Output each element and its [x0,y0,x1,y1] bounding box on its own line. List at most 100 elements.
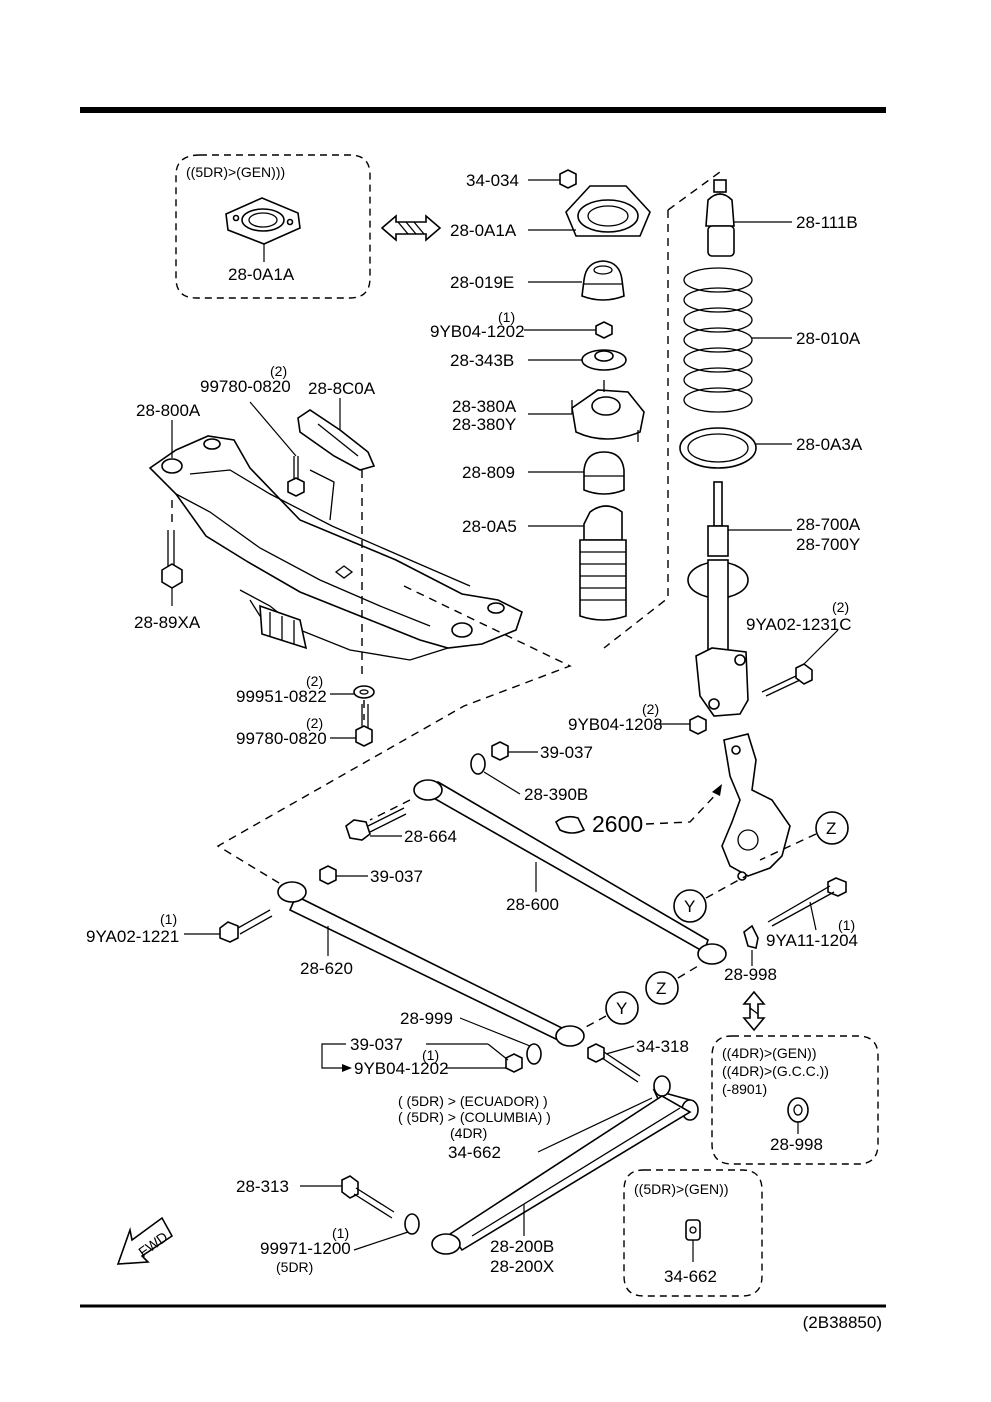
washer-99971-1200 [353,1213,420,1251]
svg-text:28-390B: 28-390B [524,785,588,804]
svg-text:(4DR): (4DR) [450,1125,487,1141]
svg-text:28-8C0A: 28-8C0A [308,379,376,398]
spring-seat-28-0a3a [679,427,792,469]
svg-text:99971-1200: 99971-1200 [260,1239,351,1258]
svg-text:(1): (1) [498,309,515,325]
link-28-620 [277,881,585,1047]
svg-text:(2): (2) [642,701,659,717]
bolt-28-89xa [161,500,183,606]
bolt-9ya11-1204 [767,877,847,931]
nut-34-034 [528,169,577,189]
strut-28-700a [687,481,792,717]
assembly-outline [603,171,721,649]
svg-text:((5DR)>(GEN))): ((5DR)>(GEN))) [186,164,285,180]
svg-text:(1): (1) [422,1047,439,1063]
svg-text:Z: Z [656,979,666,998]
svg-text:28-89XA: 28-89XA [134,613,201,632]
washer-28-390b [470,753,521,795]
svg-text:28-664: 28-664 [404,827,457,846]
svg-text:(-8901): (-8901) [722,1081,767,1097]
svg-text:28-0A1A: 28-0A1A [228,265,295,284]
circle-z-upper: Z [759,811,849,861]
equivalent-arrow [380,214,442,242]
diagram-reference: (2B38850) [803,1313,882,1332]
svg-text:39-037: 39-037 [350,1035,403,1054]
svg-text:( (5DR) > (COLUMBIA) ): ( (5DR) > (COLUMBIA) ) [398,1109,551,1125]
nut-9yb04-1202 [524,321,613,339]
svg-text:34-318: 34-318 [636,1037,689,1056]
svg-text:(2): (2) [270,363,287,379]
fwd-arrow-icon: FWD [116,1216,174,1265]
trailing-link-34-662 [431,1075,699,1255]
bolt-28-313 [300,1175,395,1219]
variant-box-4dr: ((4DR)>(GEN)) ((4DR)>(G.C.C.)) (-8901) 2… [711,1035,879,1165]
coil-spring-28-010a [683,267,792,413]
svg-text:28-010A: 28-010A [796,329,861,348]
dust-boot-28-0a5 [528,505,627,621]
svg-text:(2): (2) [306,673,323,689]
crossmember-guide [361,470,365,720]
circle-y-upper: Y [673,875,747,923]
bracket-28-8c0a [297,398,376,471]
bolt-99780-0820-lower [330,704,373,747]
bolt-99780-0820-upper [249,401,305,497]
svg-text:9YB04-1208: 9YB04-1208 [568,715,663,734]
svg-text:Z: Z [826,819,836,838]
nut-39-037-upper [491,741,538,761]
knuckle-2600 [721,733,791,881]
nut-9yb04-1208 [660,715,707,735]
nut-39-037-lower [426,1043,523,1073]
washer-99951-0822 [330,685,375,699]
svg-text:(2): (2) [306,715,323,731]
svg-text:28-700A: 28-700A [796,515,861,534]
svg-text:(1): (1) [160,911,177,927]
bracket-arrow [321,1043,506,1072]
svg-text:((4DR)>(GEN)): ((4DR)>(GEN)) [722,1045,817,1061]
svg-text:((5DR)>(GEN)): ((5DR)>(GEN)) [634,1181,729,1197]
svg-text:28-380Y: 28-380Y [452,415,516,434]
svg-text:28-620: 28-620 [300,959,353,978]
mount-plate-part [225,197,301,245]
cam-28-998 [743,924,759,966]
svg-text:28-600: 28-600 [506,895,559,914]
bolt-34-318 [587,1043,641,1083]
svg-text:39-037: 39-037 [370,867,423,886]
svg-text:34-034: 34-034 [466,171,519,190]
variant-box-5dr-gen-lower: ((5DR)>(GEN)) 34-662 [623,1169,763,1297]
bump-stop-28-111b [705,179,792,257]
svg-text:28-800A: 28-800A [136,401,201,420]
bolt-9ya02-1231c [761,629,839,697]
svg-text:28-998: 28-998 [724,965,777,984]
circle-y-lower: Y [583,991,639,1029]
svg-text:(5DR): (5DR) [276,1259,313,1275]
svg-text:28-700Y: 28-700Y [796,535,860,554]
ref-2600: 2600 [554,784,722,837]
svg-text:28-998: 28-998 [770,1135,823,1154]
svg-text:((4DR)>(G.C.C.)): ((4DR)>(G.C.C.)) [722,1063,829,1079]
svg-text:28-809: 28-809 [462,463,515,482]
svg-text:28-380A: 28-380A [452,397,517,416]
svg-text:(1): (1) [838,917,855,933]
svg-text:28-313: 28-313 [236,1177,289,1196]
svg-text:99780-0820: 99780-0820 [200,377,291,396]
mount-plate-28-0a1a [528,185,651,237]
svg-text:28-200X: 28-200X [490,1257,554,1276]
svg-text:28-0A3A: 28-0A3A [796,435,863,454]
bump-stop-28-809 [528,451,625,495]
svg-text:(2): (2) [832,599,849,615]
bump-stop-28-019e [528,260,625,301]
link-28-600 [369,779,727,965]
svg-text:( (5DR) > (ECUADOR) ): ( (5DR) > (ECUADOR) ) [398,1093,548,1109]
svg-text:28-0A1A: 28-0A1A [450,221,517,240]
svg-text:28-999: 28-999 [400,1009,453,1028]
svg-text:28-200B: 28-200B [490,1237,554,1256]
svg-text:28-111B: 28-111B [796,213,858,232]
crossmember-outline [216,585,572,887]
nut-39-037-middle [319,865,368,885]
variant-box-5dr-gen: ((5DR)>(GEN))) 28-0A1A [175,154,371,299]
replaces-arrow [742,990,766,1032]
svg-text:34-662: 34-662 [664,1267,717,1286]
svg-text:28-343B: 28-343B [450,351,514,370]
svg-text:9YA11-1204: 9YA11-1204 [766,931,858,950]
svg-text:28-0A5: 28-0A5 [462,517,517,536]
